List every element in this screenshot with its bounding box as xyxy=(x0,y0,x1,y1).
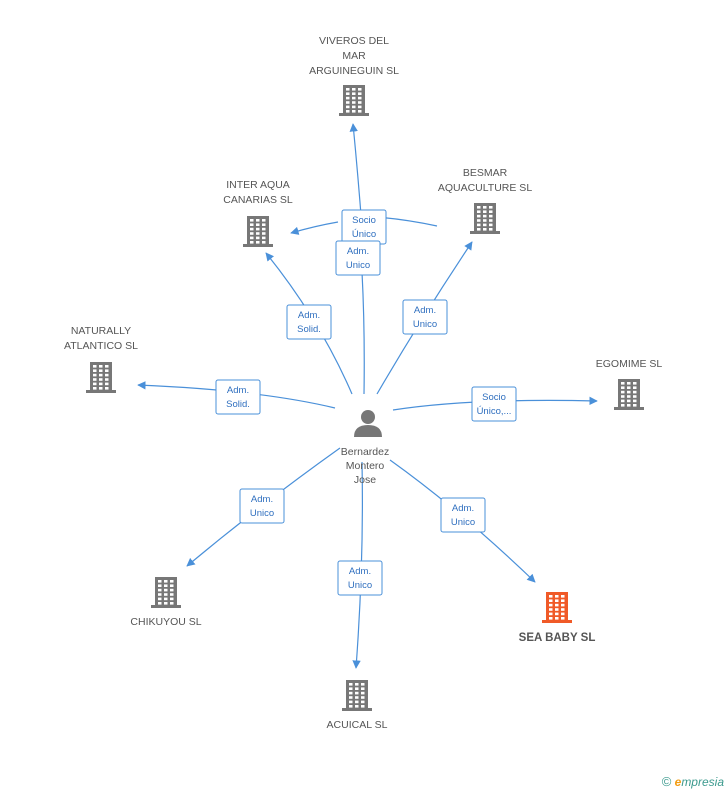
edge-label-text: Adm. xyxy=(349,566,371,577)
node-label-naturally[interactable]: NATURALLY xyxy=(71,325,131,337)
building-icon[interactable] xyxy=(151,577,181,608)
edge-label-text: Unico xyxy=(348,580,372,591)
edge-label-text: Adm. xyxy=(452,503,474,514)
edge-label-besmar[interactable]: Adm. Unico xyxy=(402,299,448,335)
center-person-name[interactable]: Jose xyxy=(354,474,376,486)
edge-label-acuical[interactable]: Adm. Unico xyxy=(337,560,383,596)
edge-label-text: Solid. xyxy=(226,399,250,410)
edge-label-box[interactable] xyxy=(286,304,332,340)
edge-label-inter_aqua[interactable]: Adm. Unico xyxy=(335,240,381,276)
edge-label-text: Socio xyxy=(352,215,376,226)
node-label-acuical[interactable]: ACUICAL SL xyxy=(327,719,388,731)
edge-label-seababy[interactable]: Adm. Unico xyxy=(440,497,486,533)
edge-label-text: Unico xyxy=(413,319,437,330)
node-label-egomime[interactable]: EGOMIME SL xyxy=(596,358,663,370)
building-icon[interactable] xyxy=(86,362,116,393)
edge-label-box[interactable] xyxy=(337,560,383,596)
edge-label-text: Unico xyxy=(250,508,274,519)
edge-label-text: Unico xyxy=(346,260,370,271)
edge-label-chikuyou[interactable]: Adm. Unico xyxy=(239,488,285,524)
edge-label-text: Único,... xyxy=(477,406,512,417)
node-label-chikuyou[interactable]: CHIKUYOU SL xyxy=(130,616,201,628)
building-icon[interactable] xyxy=(342,680,372,711)
node-label-viveros[interactable]: MAR xyxy=(342,50,366,62)
center-person-name[interactable]: Bernardez xyxy=(341,446,389,458)
node-label-seababy[interactable]: SEA BABY SL xyxy=(519,632,596,644)
edge-label-box[interactable] xyxy=(335,240,381,276)
edge-label-text: Único xyxy=(352,229,376,240)
node-label-inter_aqua[interactable]: CANARIAS SL xyxy=(223,194,293,206)
node-label-inter_aqua[interactable]: INTER AQUA xyxy=(226,179,290,191)
node-label-besmar[interactable]: BESMAR xyxy=(463,167,508,179)
edge-label-inter_aqua[interactable]: Adm. Solid. xyxy=(286,304,332,340)
edge-label-egomime[interactable]: SocioÚnico,... xyxy=(471,386,517,422)
edge-label-naturally[interactable]: Adm. Solid. xyxy=(215,379,261,415)
edge-label-box[interactable] xyxy=(471,386,517,422)
edge-line xyxy=(290,221,339,235)
copyright-symbol: © xyxy=(661,774,672,789)
edge-label-box[interactable] xyxy=(440,497,486,533)
brand-logo-text: mpresia xyxy=(681,775,724,789)
edge-label-box[interactable] xyxy=(215,379,261,415)
building-icon[interactable] xyxy=(614,379,644,410)
building-icon[interactable] xyxy=(470,203,500,234)
building-icon[interactable] xyxy=(542,592,572,623)
edge-label-text: Adm. xyxy=(298,310,320,321)
edge-label-box[interactable] xyxy=(402,299,448,335)
node-label-besmar[interactable]: AQUACULTURE SL xyxy=(438,182,532,194)
edge-label-text: Solid. xyxy=(297,324,321,335)
edge-label-text: Adm. xyxy=(414,305,436,316)
brand-logo-initial: e xyxy=(674,775,682,789)
footer-brand: © empresia xyxy=(662,774,724,789)
edge-label-text: Socio xyxy=(482,392,506,403)
edge-line xyxy=(361,271,365,395)
center-person-name[interactable]: Montero xyxy=(346,460,385,472)
edge-label-text: Adm. xyxy=(347,246,369,257)
building-icon[interactable] xyxy=(339,85,369,116)
edge-label-text: Unico xyxy=(451,517,475,528)
node-label-viveros[interactable]: VIVEROS DEL xyxy=(319,35,389,47)
edge-label-text: Adm. xyxy=(227,385,249,396)
node-label-naturally[interactable]: ATLANTICO SL xyxy=(64,340,138,352)
node-label-viveros[interactable]: ARGUINEGUIN SL xyxy=(309,65,399,77)
building-icon[interactable] xyxy=(243,216,273,247)
person-icon[interactable] xyxy=(354,410,382,437)
edge-label-text: Adm. xyxy=(251,494,273,505)
edge-label-box[interactable] xyxy=(239,488,285,524)
